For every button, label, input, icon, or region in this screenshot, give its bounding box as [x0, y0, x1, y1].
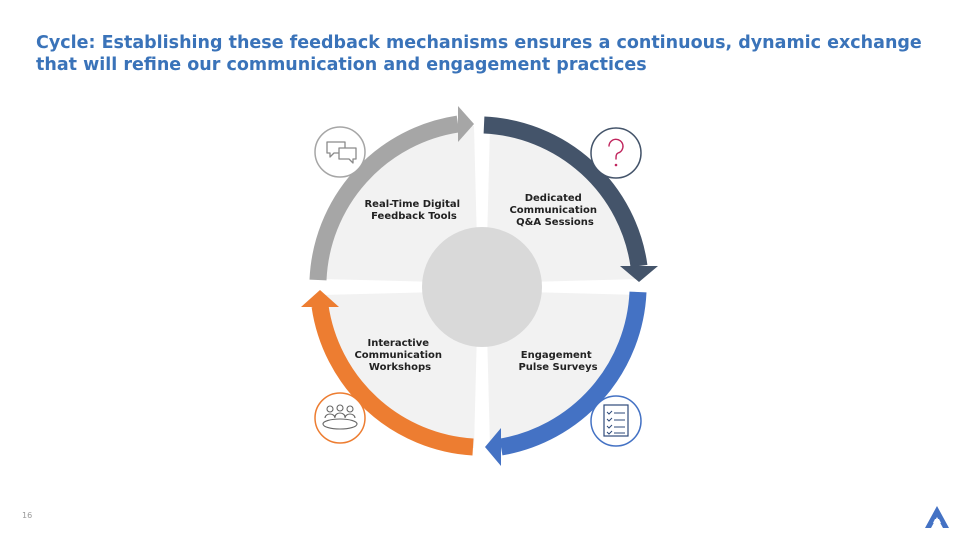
quadrant-bottom-left: [321, 291, 478, 448]
quadrant-top-left: [321, 126, 478, 283]
quadrant-bottom-right: [486, 291, 643, 448]
company-logo: [925, 506, 949, 528]
label-workshops: Interactive Communication Workshops: [354, 338, 445, 373]
meeting-icon: [314, 392, 366, 444]
chat-bubbles-icon: [314, 126, 366, 178]
arrow-gray-head: [458, 106, 474, 142]
cycle-quadrants: [321, 126, 643, 448]
slide-title: Cycle: Establishing these feedback mecha…: [36, 33, 922, 75]
checklist-icon: [590, 395, 642, 447]
arrow-orange: [311, 304, 474, 456]
arrow-navy: [483, 116, 648, 268]
label-real-time-feedback: Real-Time Digital Feedback Tools: [364, 199, 463, 222]
cycle-arrows: [301, 106, 658, 466]
center-circle: [422, 227, 542, 347]
arrow-navy-head: [620, 266, 658, 282]
arrow-blue-head: [485, 428, 501, 466]
quadrant-top-right: [486, 126, 643, 283]
arrow-orange-head: [301, 290, 339, 307]
label-qa-sessions: Dedicated Communication Q&A Sessions: [509, 193, 600, 228]
arrow-blue: [499, 291, 647, 456]
label-pulse-surveys: Engagement Pulse Surveys: [518, 350, 597, 373]
slide-number: 16: [22, 511, 33, 520]
arrow-gray: [309, 115, 460, 281]
question-mark-icon: [590, 127, 642, 179]
